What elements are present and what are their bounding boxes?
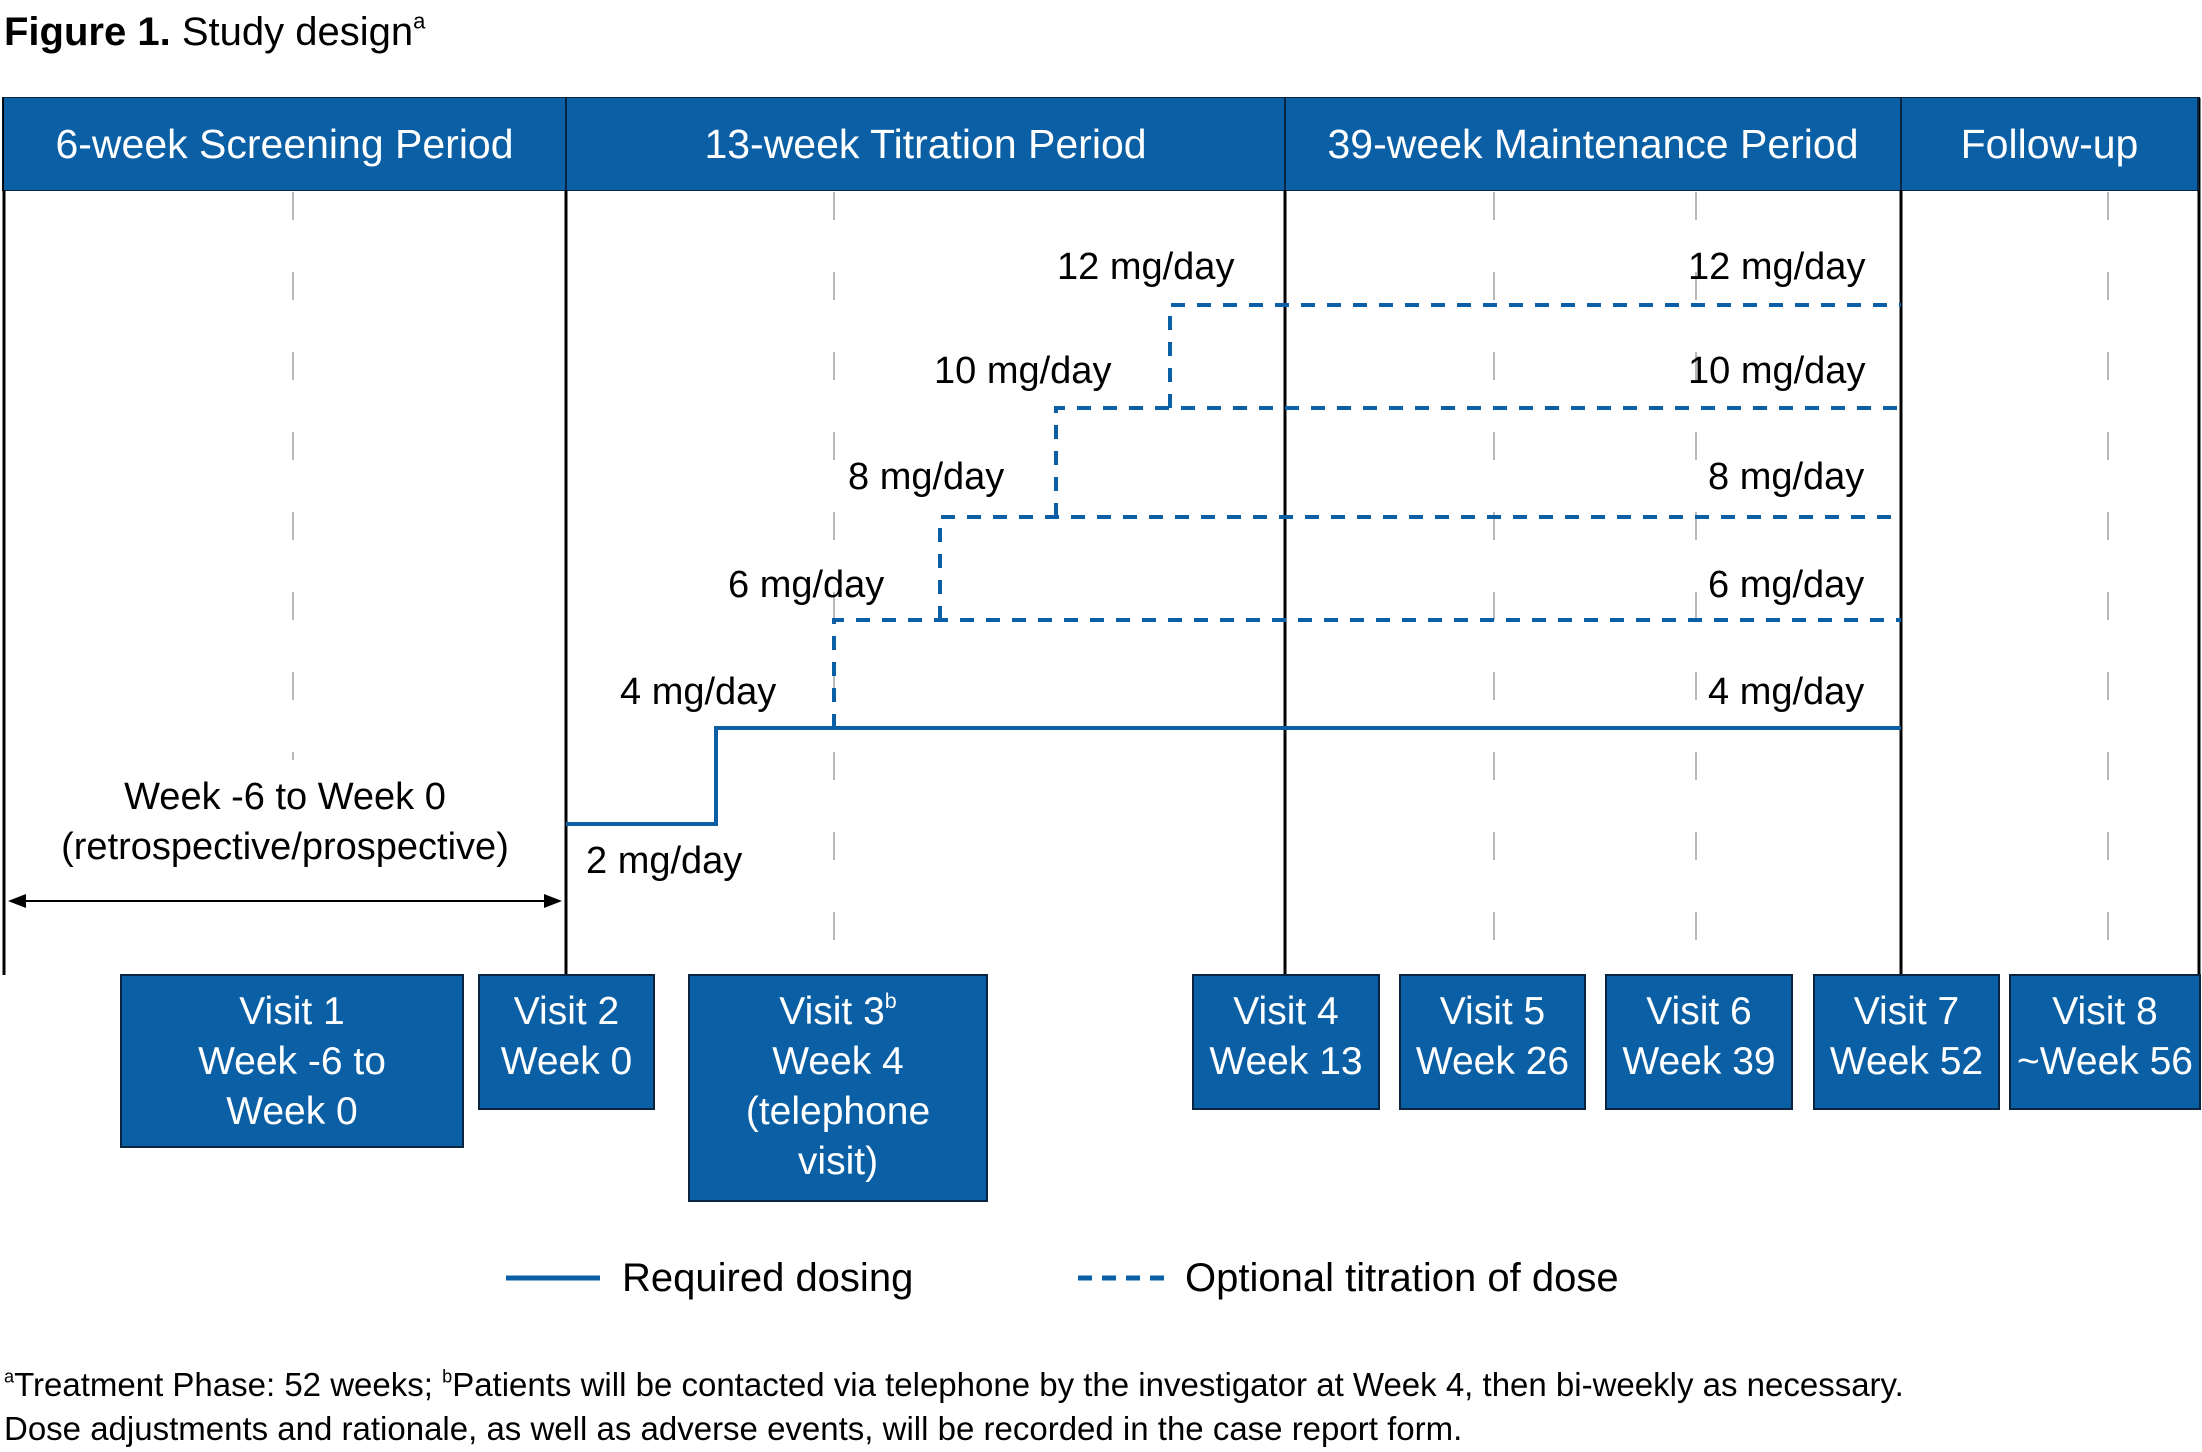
titration-step-6 bbox=[832, 618, 1901, 728]
screening-arrow bbox=[8, 894, 562, 908]
footnote-b-text: Patients will be contacted via telephone… bbox=[452, 1366, 1904, 1403]
dose-label-12-right: 12 mg/day bbox=[1688, 246, 1866, 288]
titration-step-12 bbox=[1168, 303, 1901, 408]
visit-box-8: Visit 8 ~Week 56 bbox=[2009, 974, 2201, 1110]
visit-line: ~Week 56 bbox=[2017, 1040, 2193, 1083]
week-gridlines bbox=[292, 192, 2109, 975]
visit-line: Week 52 bbox=[1829, 1040, 1984, 1083]
footnote-line-2: Dose adjustments and rationale, as well … bbox=[4, 1410, 1463, 1447]
dose-label-4-left: 4 mg/day bbox=[620, 671, 777, 713]
footnote-line-1: aTreatment Phase: 52 weeks; bPatients wi… bbox=[4, 1366, 1904, 1404]
footnote-marker-b: b bbox=[442, 1366, 453, 1387]
visit-line: Visit 4 bbox=[1233, 990, 1339, 1033]
dose-label-10-right: 10 mg/day bbox=[1688, 350, 1866, 392]
phase-titration: 13-week Titration Period bbox=[567, 98, 1286, 190]
dose-label-8-right: 8 mg/day bbox=[1708, 456, 1865, 498]
dose-label-6-left: 6 mg/day bbox=[728, 564, 885, 606]
visit-line: Visit 1 bbox=[239, 990, 345, 1033]
visit-footnote-marker: b bbox=[884, 988, 897, 1013]
visit-line: Week 26 bbox=[1415, 1040, 1570, 1083]
phase-follow-up: Follow-up bbox=[1902, 98, 2199, 190]
visit-line: Visit 6 bbox=[1646, 990, 1752, 1033]
visit-line: Week 4 bbox=[772, 1040, 904, 1083]
phase-label: 6-week Screening Period bbox=[55, 120, 514, 167]
visit-line: Visit 3b bbox=[690, 987, 986, 1037]
dose-label-4-right: 4 mg/day bbox=[1708, 671, 1865, 713]
legend-required-label: Required dosing bbox=[622, 1256, 914, 1300]
phase-boundaries bbox=[2, 98, 2201, 975]
visit-box-4: Visit 4 Week 13 bbox=[1192, 974, 1380, 1110]
screening-range-label: Week -6 to Week 0 bbox=[124, 776, 446, 818]
footnote-marker-a: a bbox=[4, 1366, 15, 1387]
dose-label-6-right: 6 mg/day bbox=[1708, 564, 1865, 606]
phase-label: Follow-up bbox=[1960, 120, 2139, 167]
visit-line: Week 13 bbox=[1209, 1040, 1363, 1083]
visit-line: Week 39 bbox=[1622, 1040, 1776, 1083]
visit-box-2: Visit 2 Week 0 bbox=[478, 974, 655, 1110]
visit-label: Visit 3 bbox=[779, 990, 885, 1033]
screening-range-note: (retrospective/prospective) bbox=[61, 826, 509, 868]
visit-line: Visit 5 bbox=[1439, 990, 1546, 1033]
visit-line: Week 0 bbox=[500, 1040, 633, 1083]
dose-label-12-left: 12 mg/day bbox=[1057, 246, 1235, 288]
required-dosing-line bbox=[566, 726, 1901, 826]
visit-box-6: Visit 6 Week 39 bbox=[1605, 974, 1793, 1110]
visit-line: (telephone bbox=[745, 1090, 931, 1133]
visit-line: Week 0 bbox=[226, 1090, 358, 1133]
visit-line: visit) bbox=[797, 1140, 879, 1183]
dose-label-2: 2 mg/day bbox=[586, 840, 743, 882]
phase-label: 13-week Titration Period bbox=[704, 120, 1147, 167]
visit-line: Visit 8 bbox=[2052, 990, 2158, 1033]
visit-box-3: Visit 3b Week 4 (telephone visit) bbox=[688, 974, 988, 1202]
phase-label: 39-week Maintenance Period bbox=[1327, 120, 1859, 167]
visit-line: Visit 7 bbox=[1853, 990, 1960, 1033]
legend-optional-label: Optional titration of dose bbox=[1185, 1256, 1619, 1300]
phase-screening: 6-week Screening Period bbox=[4, 98, 567, 190]
visit-box-1: Visit 1 Week -6 to Week 0 bbox=[120, 974, 464, 1148]
dose-label-8-left: 8 mg/day bbox=[848, 456, 1005, 498]
visit-line: Week -6 to bbox=[198, 1040, 386, 1083]
title-footnote-marker: a bbox=[413, 8, 426, 34]
figure-number: Figure 1. bbox=[4, 10, 171, 54]
visit-box-5: Visit 5 Week 26 bbox=[1399, 974, 1586, 1110]
titration-step-8 bbox=[938, 515, 1901, 620]
figure-title: Figure 1. Study designa bbox=[4, 10, 425, 55]
optional-titration-lines bbox=[832, 303, 1901, 728]
titration-step-10 bbox=[1054, 406, 1901, 517]
dose-label-10-left: 10 mg/day bbox=[934, 350, 1112, 392]
visit-box-7: Visit 7 Week 52 bbox=[1813, 974, 2000, 1110]
phase-maintenance: 39-week Maintenance Period bbox=[1286, 98, 1902, 190]
footnote-a-text: Treatment Phase: 52 weeks; bbox=[14, 1366, 443, 1403]
visit-line: Visit 2 bbox=[513, 990, 620, 1033]
figure-caption: Study design bbox=[181, 10, 414, 54]
